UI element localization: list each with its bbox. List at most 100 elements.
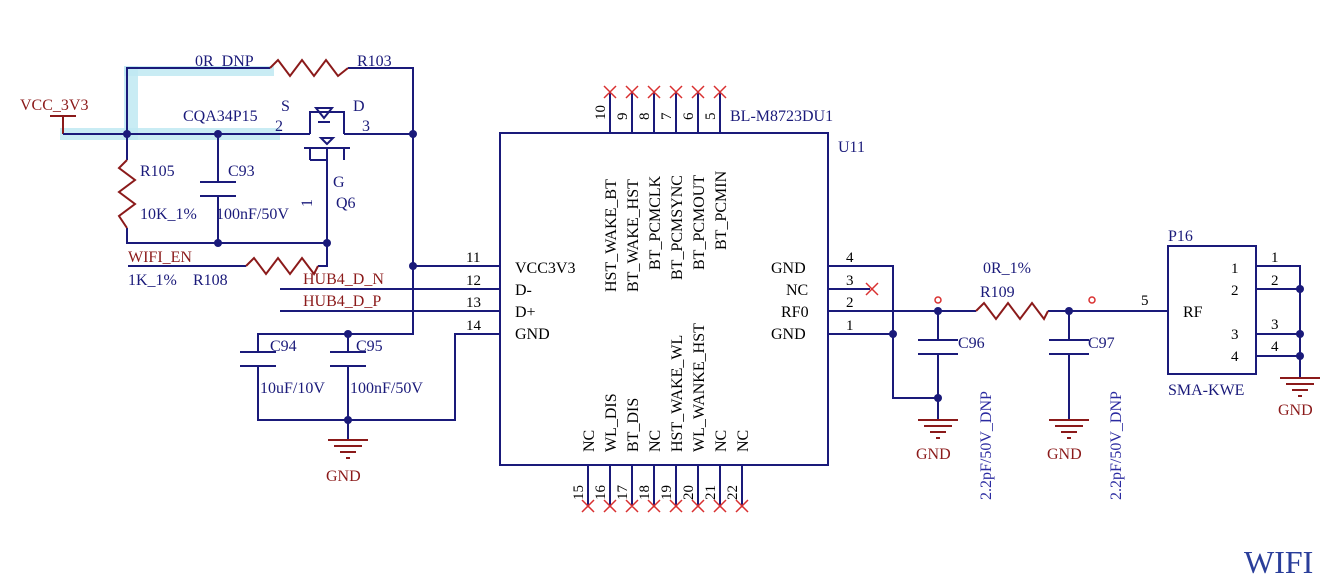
pin-number: 11 xyxy=(466,250,480,266)
hub-dn-label: HUB4_D_N xyxy=(303,271,384,288)
c94-value: 10uF/10V xyxy=(260,380,325,397)
p16-rf-label: RF xyxy=(1183,304,1203,321)
q6-pin-d-label: D xyxy=(353,98,365,115)
c96-ref: C96 xyxy=(958,335,985,352)
hub-dp-label: HUB4_D_P xyxy=(303,293,381,310)
pin-name: VCC3V3 xyxy=(515,260,575,277)
pin-number: 22 xyxy=(725,485,741,500)
p16-pin-5-num: 5 xyxy=(1141,293,1149,309)
vcc-power-symbol xyxy=(50,115,76,134)
u11-left-pins: 11 VCC3V3 12 D- 13 D+ 14 GND xyxy=(466,250,575,343)
gnd-symbol-c97 xyxy=(1049,419,1089,439)
pin-number: 2 xyxy=(1231,283,1239,299)
pin-number: 3 xyxy=(1271,317,1279,333)
pin-number: 1 xyxy=(1231,261,1239,277)
gnd-symbol-c96 xyxy=(918,419,958,439)
q6-pin-s-label: S xyxy=(281,98,290,115)
c95-value: 100nF/50V xyxy=(350,380,423,397)
power-switch-section: VCC_3V3 0R_DNP R103 R105 10K_1% C93 100n… xyxy=(20,53,500,485)
pin-number: 9 xyxy=(615,113,631,121)
pin-number: 4 xyxy=(1271,339,1279,355)
c97-value: 2.2pF/50V_DNP xyxy=(1108,391,1125,500)
q6-pin-g-label: G xyxy=(333,174,345,191)
pin-name: WL_WANKE_HST xyxy=(691,323,708,452)
pin-name: NC xyxy=(713,430,730,452)
pin-number: 2 xyxy=(1271,273,1279,289)
pin-number: 4 xyxy=(1231,349,1239,365)
pin-number: 16 xyxy=(593,485,609,501)
c95-ref: C95 xyxy=(356,338,383,355)
pin-name: HST_WAKE_WL xyxy=(669,335,686,452)
pin-name: NC xyxy=(647,430,664,452)
pin-number: 14 xyxy=(466,318,482,334)
r105-resistor xyxy=(117,159,137,229)
r108-resistor xyxy=(245,256,319,276)
q6-pin-s-num: 2 xyxy=(275,118,283,135)
c97-capacitor xyxy=(1049,339,1089,355)
pin-name: BT_PCMSYNC xyxy=(669,175,686,280)
u11-bottom-pin-stubs xyxy=(581,465,749,513)
pin-number: 19 xyxy=(659,485,675,500)
pin-number: 15 xyxy=(571,485,587,500)
p16-body xyxy=(1167,245,1257,375)
pin-name: NC xyxy=(735,430,752,452)
r108-value: 1K_1% xyxy=(128,272,177,289)
pin-number: 20 xyxy=(681,485,697,500)
p16-ref: P16 xyxy=(1168,228,1193,245)
u11-module: U11 BL-M8723DU1 11 VCC3V3 12 D- 13 D+ 14… xyxy=(466,85,865,513)
c93-capacitor xyxy=(200,181,236,197)
pin-number: 17 xyxy=(615,485,631,501)
r103-ref: R103 xyxy=(357,53,392,70)
pin-name: BT_DIS xyxy=(625,398,642,452)
u11-right-pins: 4 GND 3 NC 2 RF0 1 GND xyxy=(771,250,854,343)
gnd-label-left: GND xyxy=(326,468,361,485)
pin-number: 1 xyxy=(846,318,854,334)
r108-ref: R108 xyxy=(193,272,228,289)
r105-value: 10K_1% xyxy=(140,206,197,223)
p16-value: SMA-KWE xyxy=(1168,382,1244,399)
pin-number: 7 xyxy=(659,112,675,120)
pin-name: NC xyxy=(786,282,808,299)
gnd-label-c97: GND xyxy=(1047,446,1082,463)
r109-resistor xyxy=(975,301,1049,321)
r109-ref: R109 xyxy=(980,284,1015,301)
pin-number: 12 xyxy=(466,273,481,289)
u11-ref: U11 xyxy=(838,139,865,156)
q6-ref: Q6 xyxy=(336,195,356,212)
u11-body xyxy=(499,132,829,466)
rf-section: C96 2.2pF/50V_DNP 0R_1% R109 C97 2.2pF/5… xyxy=(828,260,1168,500)
gnd-label-p16: GND xyxy=(1278,402,1313,419)
r109-value: 0R_1% xyxy=(983,260,1031,277)
c96-capacitor xyxy=(918,339,958,355)
u11-top-pin-stubs xyxy=(603,85,727,133)
pin-number: 18 xyxy=(637,485,653,500)
pin-number: 8 xyxy=(637,113,653,121)
pin-number: 13 xyxy=(466,295,481,311)
r103-resistor xyxy=(269,58,349,78)
c93-value: 100nF/50V xyxy=(216,206,289,223)
pin-number: 3 xyxy=(846,273,854,289)
c95-capacitor xyxy=(330,351,366,367)
pin-name: BT_PCMOUT xyxy=(691,175,708,270)
u11-value: BL-M8723DU1 xyxy=(730,108,833,125)
r105-ref: R105 xyxy=(140,163,175,180)
q6-pin-g-num: 1 xyxy=(299,199,316,207)
pin-name: WL_DIS xyxy=(603,393,620,452)
p16-connector: P16 SMA-KWE RF 1 1 2 2 3 3 4 4 GND xyxy=(1167,228,1320,419)
pin-name: RF0 xyxy=(781,304,809,321)
pin-number: 2 xyxy=(846,295,854,311)
c96-value: 2.2pF/50V_DNP xyxy=(978,391,995,500)
pin-number: 10 xyxy=(593,105,609,120)
pin-name: BT_PCMCLK xyxy=(647,175,664,270)
r103-value: 0R_DNP xyxy=(195,53,254,70)
gnd-label-c96: GND xyxy=(916,446,951,463)
pin-number: 4 xyxy=(846,250,854,266)
pin-number: 6 xyxy=(681,112,697,120)
c93-ref: C93 xyxy=(228,163,255,180)
pin-name: D- xyxy=(515,282,532,299)
gnd-symbol-p16 xyxy=(1280,377,1320,397)
pin-name: HST_WAKE_BT xyxy=(603,179,620,292)
pin-name: D+ xyxy=(515,304,536,321)
pin-number: 21 xyxy=(703,485,719,500)
q6-pin-d-num: 3 xyxy=(362,118,370,135)
